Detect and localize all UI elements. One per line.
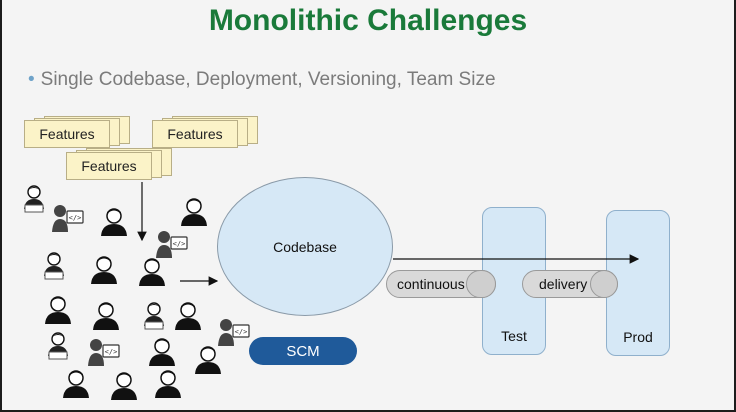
- developer-laptop-icon: [48, 332, 68, 360]
- bullet-text: Single Codebase, Deployment, Versioning,…: [40, 69, 496, 90]
- person-icon: [149, 338, 175, 366]
- continuous-label: continuous: [397, 276, 465, 292]
- pill-cap: [590, 270, 618, 298]
- bullet-point: •Single Codebase, Deployment, Versioning…: [28, 69, 496, 91]
- svg-text:</>: </>: [235, 328, 248, 336]
- coder-icon: </>: [156, 231, 188, 258]
- feature-stack: Features: [152, 116, 258, 148]
- test-label: Test: [501, 328, 527, 344]
- feature-stack: Features: [24, 116, 130, 148]
- delivery-label: delivery: [539, 276, 588, 292]
- developer-laptop-icon: [144, 302, 164, 330]
- pill-cap: [466, 270, 496, 298]
- coder-icon: </>: [88, 339, 120, 366]
- person-icon: [181, 198, 207, 226]
- person-icon: [139, 258, 165, 286]
- person-icon: [155, 370, 181, 398]
- developer-laptop-icon: [44, 252, 64, 280]
- feature-label: Features: [66, 152, 152, 180]
- feature-label: Features: [152, 120, 238, 148]
- person-icon: [45, 296, 71, 324]
- codebase-node: Codebase: [217, 177, 393, 316]
- svg-text:</>: </>: [69, 214, 82, 222]
- prod-label: Prod: [623, 329, 653, 345]
- continuous-pill: continuous: [386, 270, 496, 298]
- svg-text:</>: </>: [105, 348, 118, 356]
- person-icon: [63, 370, 89, 398]
- person-icon: [93, 302, 119, 330]
- scm-node: SCM: [249, 337, 357, 365]
- feature-label: Features: [24, 120, 110, 148]
- bullet-dot-icon: •: [28, 69, 35, 90]
- coder-icon: </>: [218, 319, 250, 346]
- slide-title: Monolithic Challenges: [208, 4, 528, 37]
- feature-stack: Features: [66, 148, 172, 180]
- svg-text:</>: </>: [173, 240, 186, 248]
- coder-icon: </>: [52, 205, 84, 232]
- person-icon: [101, 208, 127, 236]
- person-icon: [175, 302, 201, 330]
- person-icon: [111, 372, 137, 400]
- person-icon: [91, 256, 117, 284]
- codebase-label: Codebase: [273, 238, 337, 255]
- scm-label: SCM: [286, 342, 320, 360]
- developer-laptop-icon: [24, 185, 44, 213]
- person-icon: [195, 346, 221, 374]
- delivery-pill: delivery: [522, 270, 618, 298]
